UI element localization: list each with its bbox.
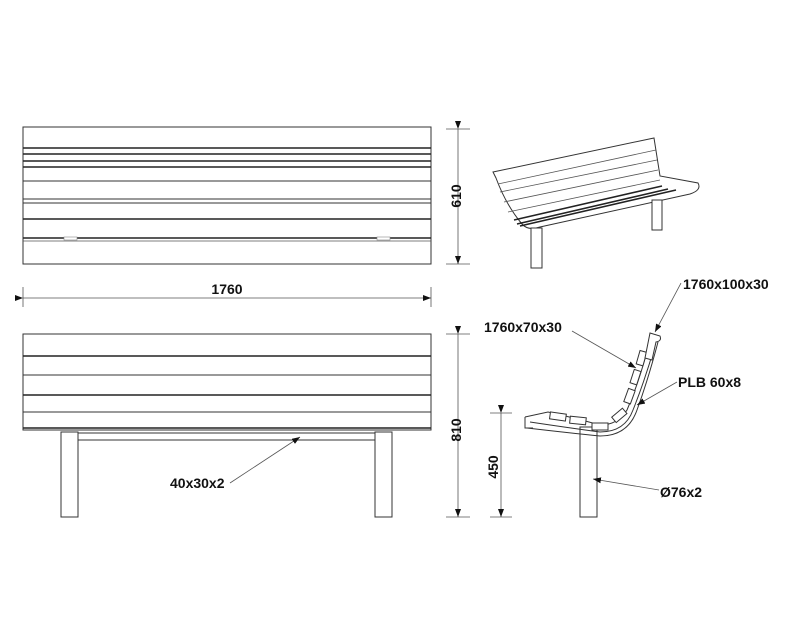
- depth-dim-label: 610: [448, 184, 464, 208]
- top-slat-callout: 1760x100x30: [654, 276, 769, 333]
- side-view: [524, 332, 661, 518]
- side-leg: [579, 426, 598, 518]
- leg-label: Ø76x2: [660, 484, 702, 500]
- leg-callout: Ø76x2: [592, 477, 702, 500]
- seat-height-label: 450: [485, 455, 501, 479]
- width-dim-label: 1760: [211, 281, 242, 297]
- slat-label: 1760x70x30: [484, 319, 562, 335]
- plate-callout: PLB 60x8: [636, 374, 741, 406]
- leg-right: [374, 431, 393, 518]
- slat-callout: 1760x70x30: [484, 319, 637, 369]
- rail-callout: 40x30x2: [170, 436, 301, 491]
- depth-dimension: 610: [446, 121, 470, 265]
- leg-left: [60, 431, 79, 518]
- plate-label: PLB 60x8: [678, 374, 741, 390]
- top-slat-label: 1760x100x30: [683, 276, 769, 292]
- height-dim-label: 810: [448, 418, 464, 442]
- top-view: [22, 126, 432, 265]
- width-dimension: 1760: [15, 281, 432, 307]
- height-dimension: 810: [446, 326, 470, 518]
- seat-height-dimension: 450: [485, 405, 512, 518]
- perspective-view: [492, 137, 700, 269]
- front-view: [22, 333, 432, 518]
- rail-label: 40x30x2: [170, 475, 225, 491]
